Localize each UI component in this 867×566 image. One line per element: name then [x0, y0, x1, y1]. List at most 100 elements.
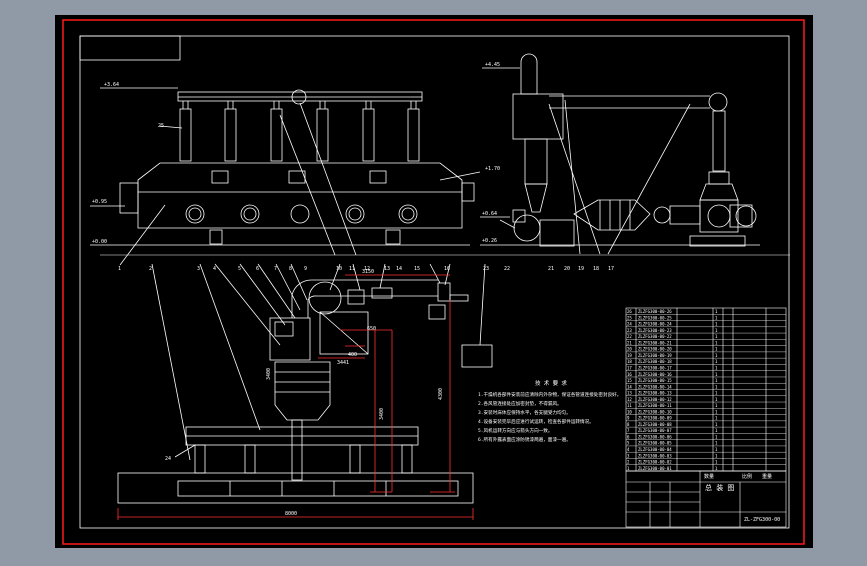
- callout-25: 25: [158, 123, 164, 129]
- callout-24: 24: [165, 456, 171, 462]
- callout-plan-2: 2: [149, 266, 152, 272]
- inner-frame: [79, 35, 790, 529]
- parts-table-cell: 1: [715, 428, 718, 433]
- callout-plan-10: 10: [336, 266, 342, 272]
- dim-height-b: 4300: [438, 388, 444, 400]
- callout-right-20: 20: [564, 266, 570, 272]
- dim-small-b: 650: [367, 326, 376, 332]
- parts-table-cell: 11: [627, 403, 632, 408]
- parts-table-cell: ZLZFG300-00-07: [638, 428, 672, 433]
- callout-right-21: 21: [548, 266, 554, 272]
- parts-table-cell: 14: [627, 384, 632, 389]
- air-duct-set: [179, 101, 420, 162]
- elev-left-mid: +0.95: [92, 199, 107, 205]
- elev-right-mid: +0.64: [482, 211, 497, 217]
- dim-pipe-span: 3150: [362, 269, 374, 275]
- parts-table-cell: 1: [715, 416, 718, 421]
- notes-line-4: 4.设备安装完毕后应进行试运转，检查各部件运转情况。: [478, 418, 594, 425]
- parts-table-cell: 1: [715, 378, 718, 383]
- parts-table-cell: ZLZFG300-00-11: [638, 403, 672, 408]
- notes-line-3: 3.安装时床体应保持水平，各支腿受力均匀。: [478, 409, 571, 416]
- parts-table-cell: 1: [715, 328, 718, 333]
- parts-table-cell: 1: [715, 340, 718, 345]
- parts-table-cell: 1: [715, 334, 718, 339]
- parts-table-cell: ZLZFG300-00-03: [638, 453, 672, 458]
- parts-table-cell: 5: [627, 441, 630, 446]
- technical-notes: 技 术 要 求 1.干燥机各部件安装前应清除内外杂物，保证各管道连接处密封良好。…: [478, 379, 621, 443]
- callout-plan-8: 8: [289, 266, 292, 272]
- notes-line-6: 6.所有外露表面应涂防锈漆两遍，面漆一遍。: [478, 436, 571, 443]
- parts-table-cell: 12: [627, 397, 632, 402]
- dim-height-a: 3400: [379, 408, 385, 420]
- dim-offset-b: 3400: [266, 368, 272, 380]
- callout-plan-12: 12: [364, 266, 370, 272]
- parts-table-cell: 1: [715, 453, 718, 458]
- parts-table-cell: 1: [715, 347, 718, 352]
- parts-table-cell: 3: [627, 453, 630, 458]
- parts-table-cell: 20: [627, 347, 632, 352]
- notes-line-5: 5.风机运转方向应与箭头方向一致。: [478, 427, 552, 434]
- parts-table-cell: ZLZFG300-00-04: [638, 447, 672, 452]
- elev-center-right: +1.70: [485, 166, 500, 172]
- callout-plan-1: 1: [118, 266, 121, 272]
- parts-table-cell: 8: [627, 422, 630, 427]
- parts-table-cell: 24: [627, 322, 632, 327]
- title-block-weight: 重量: [762, 473, 772, 480]
- title-block-scale: 比例: [742, 473, 752, 480]
- parts-table-cell: ZLZFG300-00-06: [638, 434, 672, 439]
- parts-table-cell: 1: [715, 403, 718, 408]
- parts-table-cell: ZLZFG300-00-10: [638, 409, 672, 414]
- parts-table-cell: 26: [627, 309, 632, 314]
- parts-table-cell: 22: [627, 334, 632, 339]
- parts-table-cell: 1: [715, 422, 718, 427]
- parts-table-cell: 1: [715, 434, 718, 439]
- parts-table-cell: 2: [627, 460, 630, 465]
- parts-table-cell: 1: [715, 391, 718, 396]
- parts-table-cell: 21: [627, 340, 632, 345]
- parts-table-cell: ZLZFG300-00-25: [638, 315, 672, 320]
- parts-table-cell: ZLZFG300-00-17: [638, 365, 672, 370]
- parts-table-cell: ZLZFG300-00-21: [638, 340, 672, 345]
- parts-table-cell: 1: [715, 365, 718, 370]
- dimension-lines: [117, 274, 474, 520]
- dim-small-a: 400: [348, 352, 357, 358]
- parts-table-cell: 15: [627, 378, 632, 383]
- parts-table-cell: 1: [715, 315, 718, 320]
- callout-right-18: 18: [593, 266, 599, 272]
- parts-table-cell: ZLZFG300-00-22: [638, 334, 672, 339]
- outer-border: [62, 19, 805, 545]
- parts-table-cell: ZLZFG300-00-09: [638, 416, 672, 421]
- cyclone-separator: [480, 53, 760, 255]
- parts-table-cell: 4: [627, 447, 630, 452]
- callout-plan-15: 15: [414, 266, 420, 272]
- plan-view: [117, 263, 493, 504]
- parts-table-cell: 1: [715, 322, 718, 327]
- elev-right-ground: +0.26: [482, 238, 497, 244]
- parts-table-cell: ZLZFG300-00-19: [638, 353, 672, 358]
- parts-table-cell: ZLZFG300-00-08: [638, 422, 672, 427]
- parts-table-cell: ZLZFG300-00-01: [638, 466, 672, 471]
- fluid-bed-body: [137, 162, 463, 229]
- callout-plan-5: 5: [238, 266, 241, 272]
- parts-table-cell: 1: [715, 397, 718, 402]
- title-block-drawing-number: ZL-ZFG300-00: [744, 517, 780, 523]
- parts-table-cell: 1: [715, 353, 718, 358]
- parts-table-cell: 1: [715, 384, 718, 389]
- parts-table-cell: ZLZFG300-00-02: [638, 460, 672, 465]
- parts-table-cell: 1: [715, 409, 718, 414]
- callout-plan-11: 11: [349, 266, 355, 272]
- parts-table-cell: 23: [627, 328, 632, 333]
- title-block: 总 装 图 ZL-ZFG300-00 比例 重量 数量: [704, 473, 780, 523]
- parts-table-cell: 19: [627, 353, 632, 358]
- title-block-qty: 数量: [704, 473, 714, 480]
- parts-table-cell: 25: [627, 315, 632, 320]
- notes-line-1: 1.干燥机各部件安装前应清除内外杂物，保证各管道连接处密封良好。: [478, 391, 621, 398]
- parts-table-cell: 13: [627, 391, 632, 396]
- parts-table-cell: ZLZFG300-00-20: [638, 347, 672, 352]
- callout-plan-4: 4: [213, 266, 216, 272]
- parts-table-cell: 6: [627, 434, 630, 439]
- parts-table-cell: ZLZFG300-00-16: [638, 372, 672, 377]
- callout-plan-23: 23: [483, 266, 489, 272]
